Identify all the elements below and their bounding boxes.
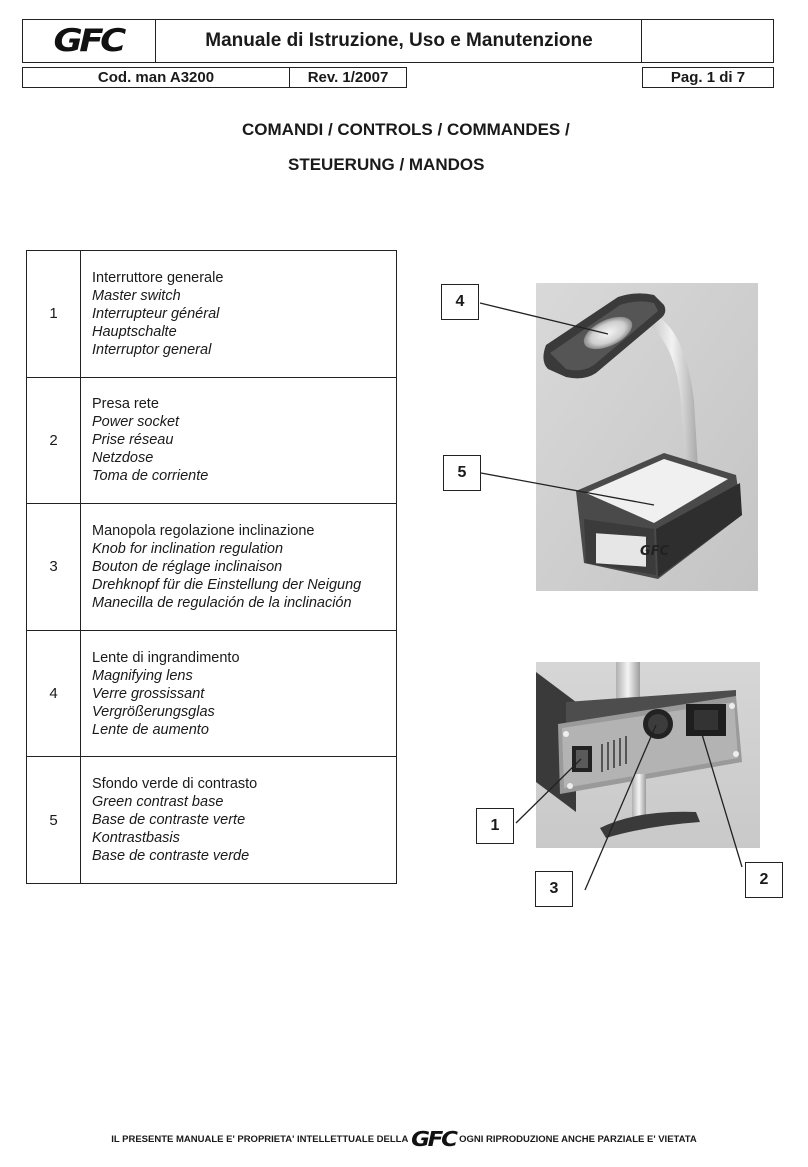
row-number: 2	[26, 377, 81, 505]
lamp-front-illustration: GFC	[536, 283, 758, 591]
label-es: Base de contraste verde	[92, 848, 250, 865]
callout-1: 1	[476, 808, 514, 844]
label-en: Green contrast base	[92, 794, 224, 811]
footer-logo: GFC	[411, 1127, 458, 1151]
label-es: Toma de corriente	[92, 468, 209, 485]
label-en: Knob for inclination regulation	[92, 540, 284, 557]
row-number: 5	[26, 756, 81, 884]
row-description: Presa rete Power socket Prise réseau Net…	[80, 377, 397, 505]
label-fr: Verre grossissant	[92, 685, 205, 702]
label-fr: Interrupteur général	[92, 305, 220, 322]
table-row: 4 Lente di ingrandimento Magnifying lens…	[26, 630, 397, 758]
label-it: Interruttore generale	[92, 269, 224, 286]
label-es: Interruptor general	[92, 341, 212, 358]
row-number: 1	[26, 250, 81, 378]
row-description: Manopola regolazione inclinazione Knob f…	[80, 503, 397, 631]
callout-3: 3	[535, 871, 573, 907]
footer-right-text: OGNI RIPRODUZIONE ANCHE PARZIALE E' VIET…	[459, 1133, 697, 1145]
lamp-rear-illustration	[536, 662, 760, 848]
label-en: Master switch	[92, 287, 181, 304]
callout-2: 2	[745, 862, 783, 898]
table-row: 5 Sfondo verde di contrasto Green contra…	[26, 756, 397, 884]
row-number: 4	[26, 630, 81, 758]
header-frame	[22, 19, 774, 63]
table-row: 1 Interruttore generale Master switch In…	[26, 250, 397, 378]
lamp-front-photo: GFC	[536, 283, 758, 591]
document-title: Manuale di Istruzione, Uso e Manutenzion…	[205, 30, 593, 51]
label-en: Power socket	[92, 414, 180, 431]
callout-4: 4	[441, 284, 479, 320]
device-brand-text: GFC	[640, 544, 670, 559]
label-fr: Bouton de réglage inclinaison	[92, 558, 283, 575]
section-title-line2: STEUERUNG / MANDOS	[288, 155, 485, 174]
row-number: 3	[26, 503, 81, 631]
label-de: Vergrößerungsglas	[92, 703, 215, 720]
section-title-line1: COMANDI / CONTROLS / COMMANDES /	[242, 120, 570, 139]
label-de: Netzdose	[92, 450, 154, 467]
logo-text: GFC	[53, 23, 127, 59]
lamp-rear-photo	[536, 662, 760, 848]
label-es: Lente de aumento	[92, 721, 209, 738]
footer-left-text: IL PRESENTE MANUALE E' PROPRIETA' INTELL…	[111, 1133, 409, 1145]
table-row: 3 Manopola regolazione inclinazione Knob…	[26, 503, 397, 631]
table-row: 2 Presa rete Power socket Prise réseau N…	[26, 377, 397, 505]
footer: IL PRESENTE MANUALE E' PROPRIETA' INTELL…	[0, 1127, 808, 1151]
brand-logo: GFC	[22, 19, 156, 63]
label-es: Manecilla de regulación de la inclinació…	[92, 594, 352, 611]
label-it: Lente di ingrandimento	[92, 649, 240, 666]
label-it: Sfondo verde di contrasto	[92, 776, 258, 793]
page-number: Pag. 1 di 7	[642, 67, 774, 88]
label-de: Kontrastbasis	[92, 830, 180, 847]
label-fr: Prise réseau	[92, 432, 174, 449]
controls-table: 1 Interruttore generale Master switch In…	[26, 250, 397, 884]
label-it: Manopola regolazione inclinazione	[92, 522, 315, 539]
label-de: Drehknopf für die Einstellung der Neigun…	[92, 576, 362, 593]
revision: Rev. 1/2007	[289, 67, 407, 88]
label-de: Hauptschalte	[92, 323, 177, 340]
callout-5: 5	[443, 455, 481, 491]
label-fr: Base de contraste verte	[92, 812, 246, 829]
row-description: Interruttore generale Master switch Inte…	[80, 250, 397, 378]
row-description: Lente di ingrandimento Magnifying lens V…	[80, 630, 397, 758]
label-it: Presa rete	[92, 396, 159, 413]
label-en: Magnifying lens	[92, 667, 193, 684]
row-description: Sfondo verde di contrasto Green contrast…	[80, 756, 397, 884]
header-blank-cell	[641, 19, 774, 63]
